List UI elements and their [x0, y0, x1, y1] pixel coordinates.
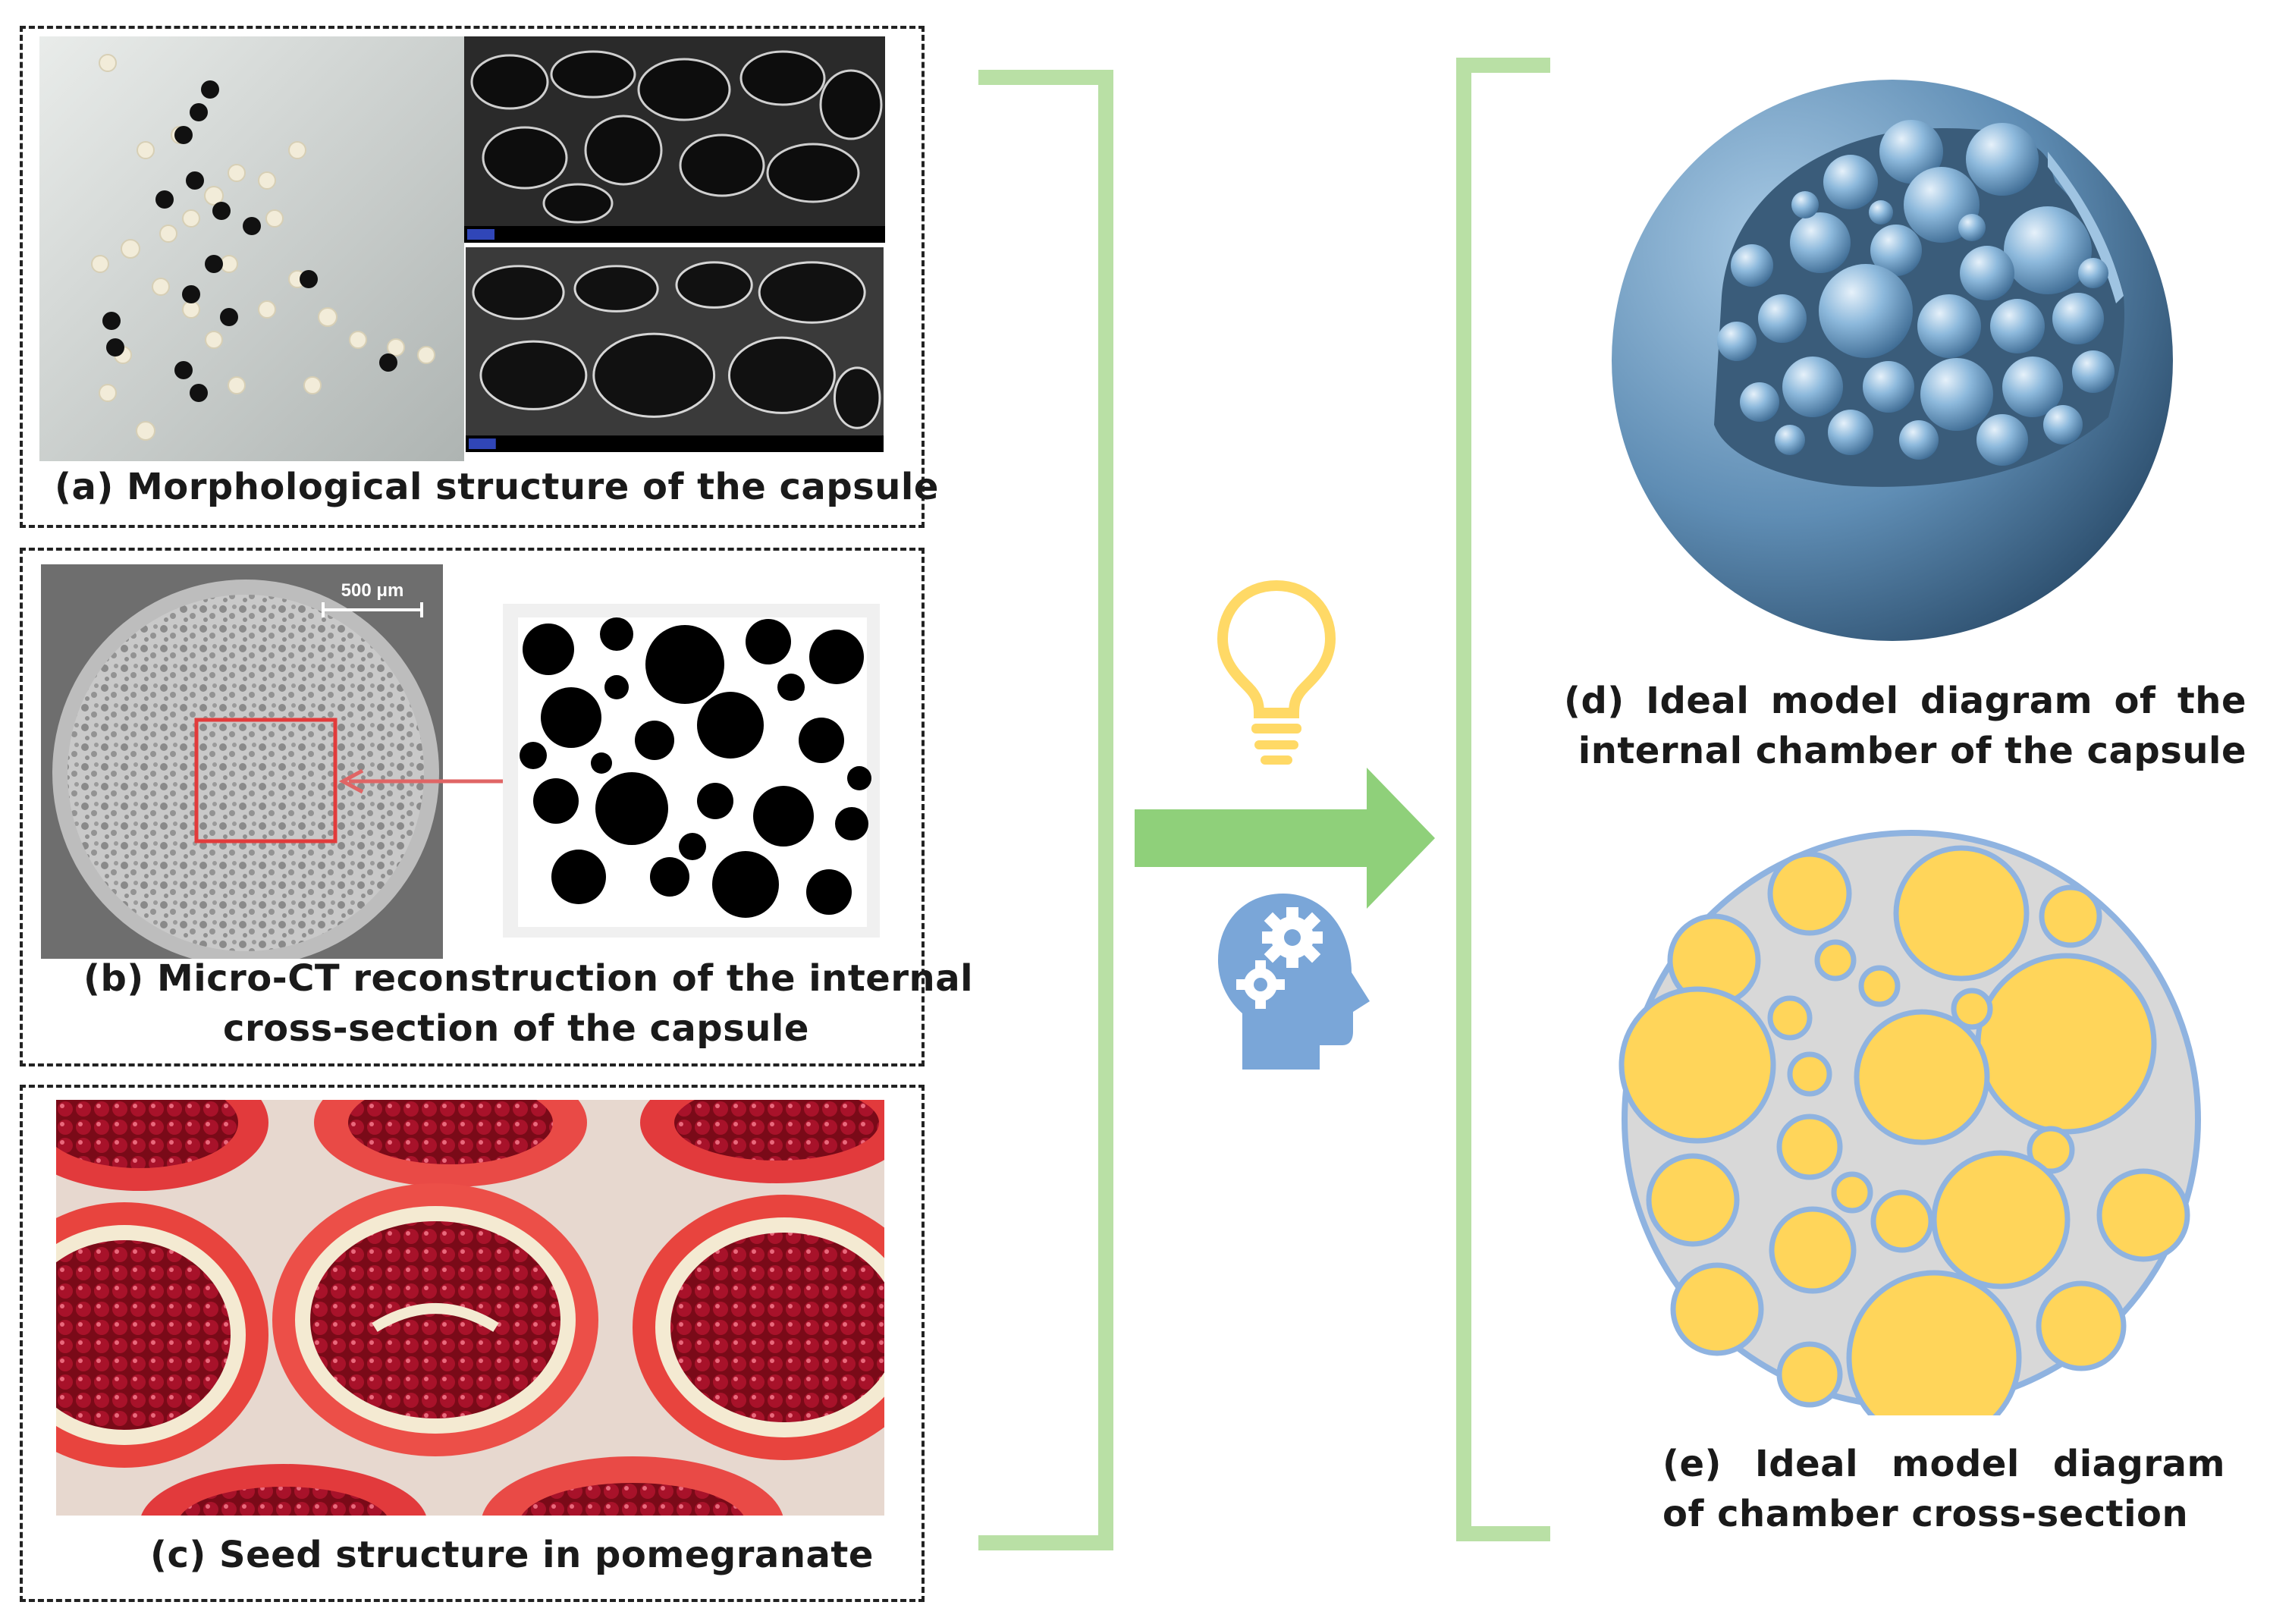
caption-b-line1: (b) Micro-CT reconstruction of the inter… — [83, 957, 974, 1000]
pomegranate-photo — [56, 1100, 884, 1516]
chamber-cross-section — [1619, 830, 2201, 1415]
red-pointer-arrow — [338, 768, 513, 794]
binarized-ct-image — [503, 604, 880, 938]
left-group-bracket — [978, 70, 1113, 1550]
caption-e-line2: of chamber cross-section — [1662, 1493, 2189, 1535]
caption-c: (c) Seed structure in pomegranate — [150, 1534, 874, 1576]
capsule-photo — [39, 36, 464, 461]
head-gears-icon — [1218, 894, 1370, 1070]
caption-e-line1: (e) Ideal model diagram — [1662, 1443, 2225, 1485]
panel-b — [20, 548, 925, 1066]
caption-a: (a) Morphological structure of the capsu… — [55, 466, 939, 508]
capsule-sphere-model — [1612, 80, 2173, 641]
caption-d-line1: (d) Ideal model diagram of the — [1564, 680, 2246, 722]
scale-bar-label: 500 μm — [341, 580, 404, 601]
caption-d-line2: internal chamber of the capsule — [1578, 730, 2246, 772]
panel-a — [20, 26, 925, 528]
caption-b-line2: cross-section of the capsule — [223, 1007, 809, 1050]
right-group-bracket — [1456, 58, 1550, 1541]
lightbulb-icon — [1217, 580, 1336, 765]
sem-image-top — [464, 36, 885, 243]
panel-c — [20, 1085, 925, 1602]
right-arrow-icon — [1135, 768, 1435, 909]
sem-image-bottom — [466, 247, 884, 452]
micro-ct-slice: 500 μm — [41, 564, 443, 959]
